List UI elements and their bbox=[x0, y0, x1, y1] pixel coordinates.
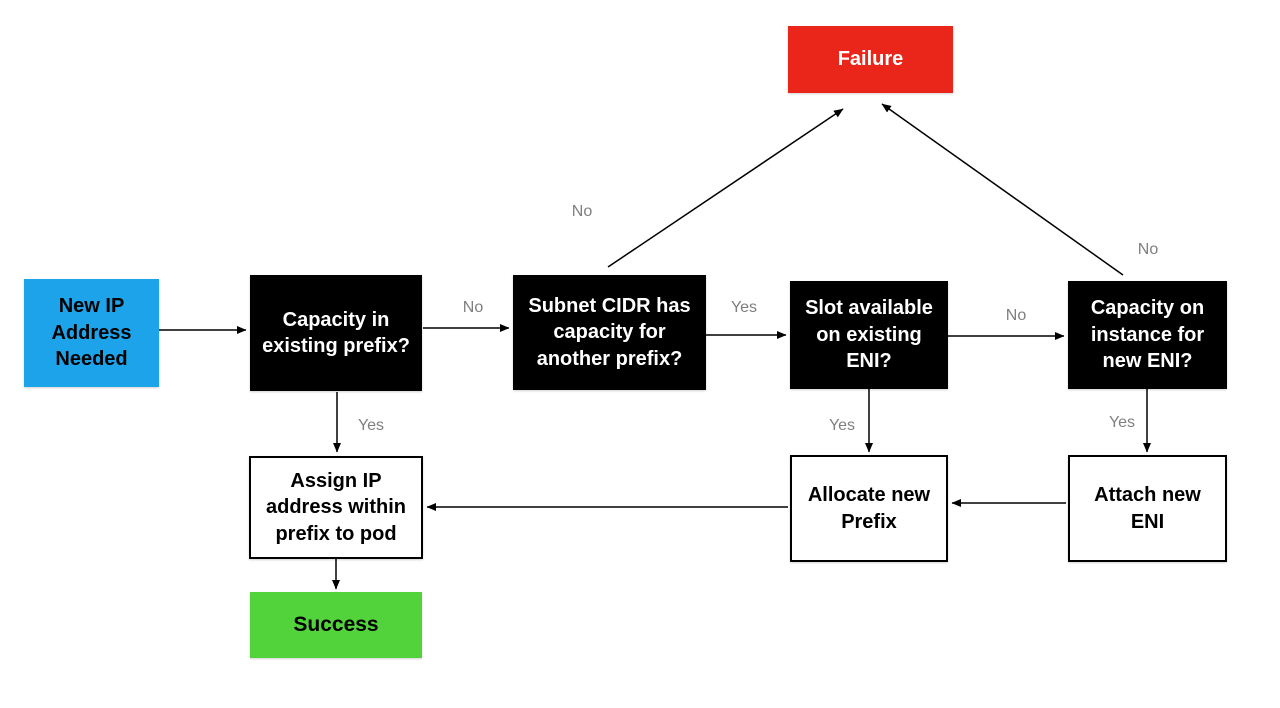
edge-label-yes-subnet-cidr: Yes bbox=[730, 299, 758, 316]
node-failure: Failure bbox=[788, 26, 953, 93]
edge-label-no-subnet-cidr: No bbox=[571, 203, 593, 220]
node-assign-ip-to-pod: Assign IP address within prefix to pod bbox=[249, 456, 423, 559]
node-slot-available-eni: Slot available on existing ENI? bbox=[790, 281, 948, 389]
edge-label-no-capacity-existing: No bbox=[462, 299, 484, 316]
node-capacity-existing-prefix: Capacity in existing prefix? bbox=[250, 275, 422, 391]
edge-capacity-new-eni-to-failure bbox=[881, 103, 1124, 276]
node-attach-new-eni: Attach new ENI bbox=[1068, 455, 1227, 562]
edge-subnet-cidr-to-failure bbox=[607, 108, 844, 268]
edge-label-no-capacity-new-eni: No bbox=[1137, 241, 1159, 258]
edge-label-yes-slot-available: Yes bbox=[828, 417, 856, 434]
edge-label-yes-capacity-new-eni: Yes bbox=[1108, 414, 1136, 431]
edge-label-no-slot-available: No bbox=[1005, 307, 1027, 324]
node-new-ip-address-needed: New IP Address Needed bbox=[24, 279, 159, 387]
node-capacity-new-eni: Capacity on instance for new ENI? bbox=[1068, 281, 1227, 389]
node-subnet-cidr-capacity: Subnet CIDR has capacity for another pre… bbox=[513, 275, 706, 390]
node-success: Success bbox=[250, 592, 422, 658]
edge-label-yes-capacity-existing: Yes bbox=[357, 417, 385, 434]
node-allocate-new-prefix: Allocate new Prefix bbox=[790, 455, 948, 562]
